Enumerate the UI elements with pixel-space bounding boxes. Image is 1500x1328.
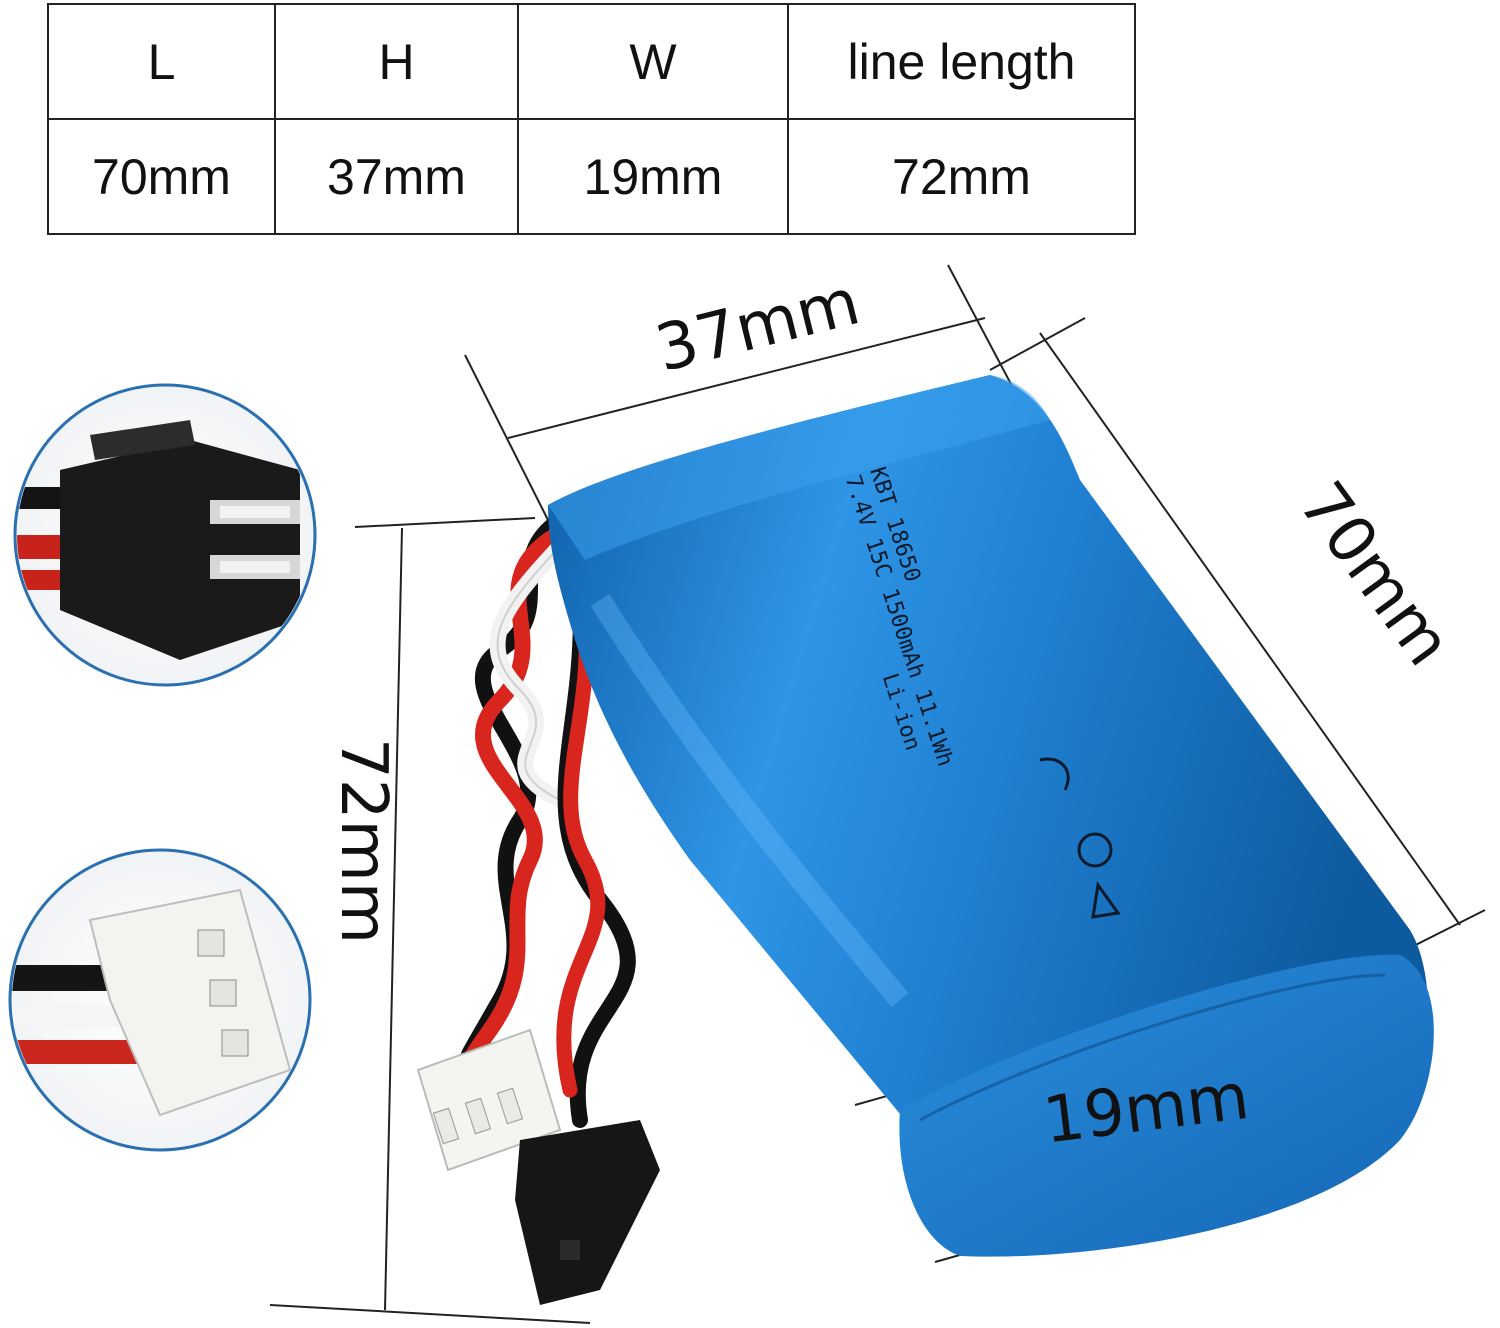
spec-value-h: 37mm xyxy=(274,118,519,235)
inset-top-connector xyxy=(13,383,317,687)
certification-marks xyxy=(1039,757,1121,919)
sm-connector xyxy=(515,1120,660,1305)
ce-mark-icon xyxy=(1077,832,1113,868)
spec-header-row: L H W line length xyxy=(47,3,1136,120)
spec-value-l: 70mm xyxy=(47,118,276,235)
spec-header-w: W xyxy=(517,3,789,120)
spec-header-h: H xyxy=(274,3,519,120)
recycle-icon xyxy=(1039,757,1070,791)
spec-header-l: L xyxy=(47,3,276,120)
spec-value-line-length: 72mm xyxy=(787,118,1136,235)
spec-table: L H W line length 70mm 37mm 19mm 72mm xyxy=(47,3,1136,235)
weee-bin-icon xyxy=(1091,881,1121,919)
spec-header-line-length: line length xyxy=(787,3,1136,120)
dimension-line-72mm xyxy=(269,517,591,1324)
label-72mm: 72mm xyxy=(326,738,400,945)
spec-value-w: 19mm xyxy=(517,118,789,235)
spec-value-row: 70mm 37mm 19mm 72mm xyxy=(47,118,1136,235)
balance-connector xyxy=(416,1028,562,1172)
inset-bottom-connector xyxy=(8,848,312,1152)
battery-pack xyxy=(548,375,1434,1257)
